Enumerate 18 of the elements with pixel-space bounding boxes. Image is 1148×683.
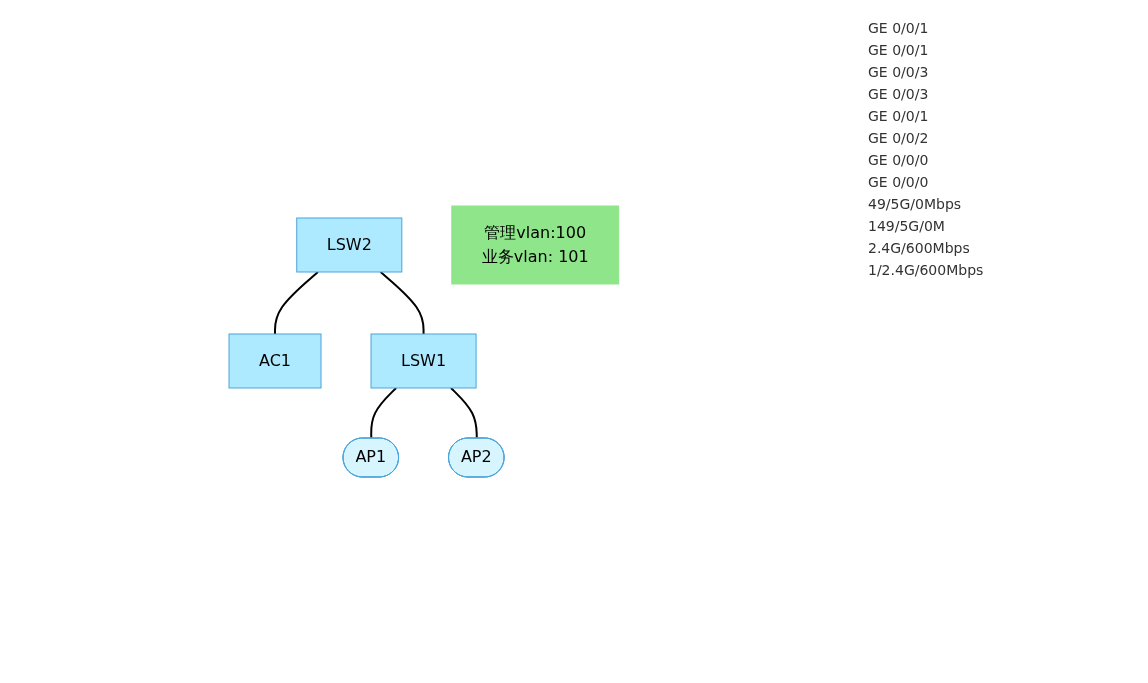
port-label: GE 0/0/1 <box>868 108 930 124</box>
port-label: 149/5G/0M <box>868 218 946 234</box>
port-label: GE 0/0/1 <box>868 20 930 36</box>
port-label: GE 0/0/1 <box>868 42 930 58</box>
port-label: 1/2.4G/600Mbps <box>868 262 985 278</box>
port-label: GE 0/0/3 <box>868 64 930 80</box>
node-box: 管理vlan:100 业务vlan: 101 <box>451 205 620 285</box>
node-box: AC1 <box>228 333 322 389</box>
port-label: GE 0/0/3 <box>868 86 930 102</box>
port-label: 49/5G/0Mbps <box>868 196 963 212</box>
connector <box>274 271 320 335</box>
node-box: LSW2 <box>296 217 403 273</box>
port-label: GE 0/0/0 <box>868 174 930 190</box>
connector <box>379 271 425 335</box>
port-label: GE 0/0/2 <box>868 130 930 146</box>
port-label: GE 0/0/0 <box>868 152 930 168</box>
port-label: 2.4G/600Mbps <box>868 240 971 256</box>
node-box: LSW1 <box>370 333 477 389</box>
